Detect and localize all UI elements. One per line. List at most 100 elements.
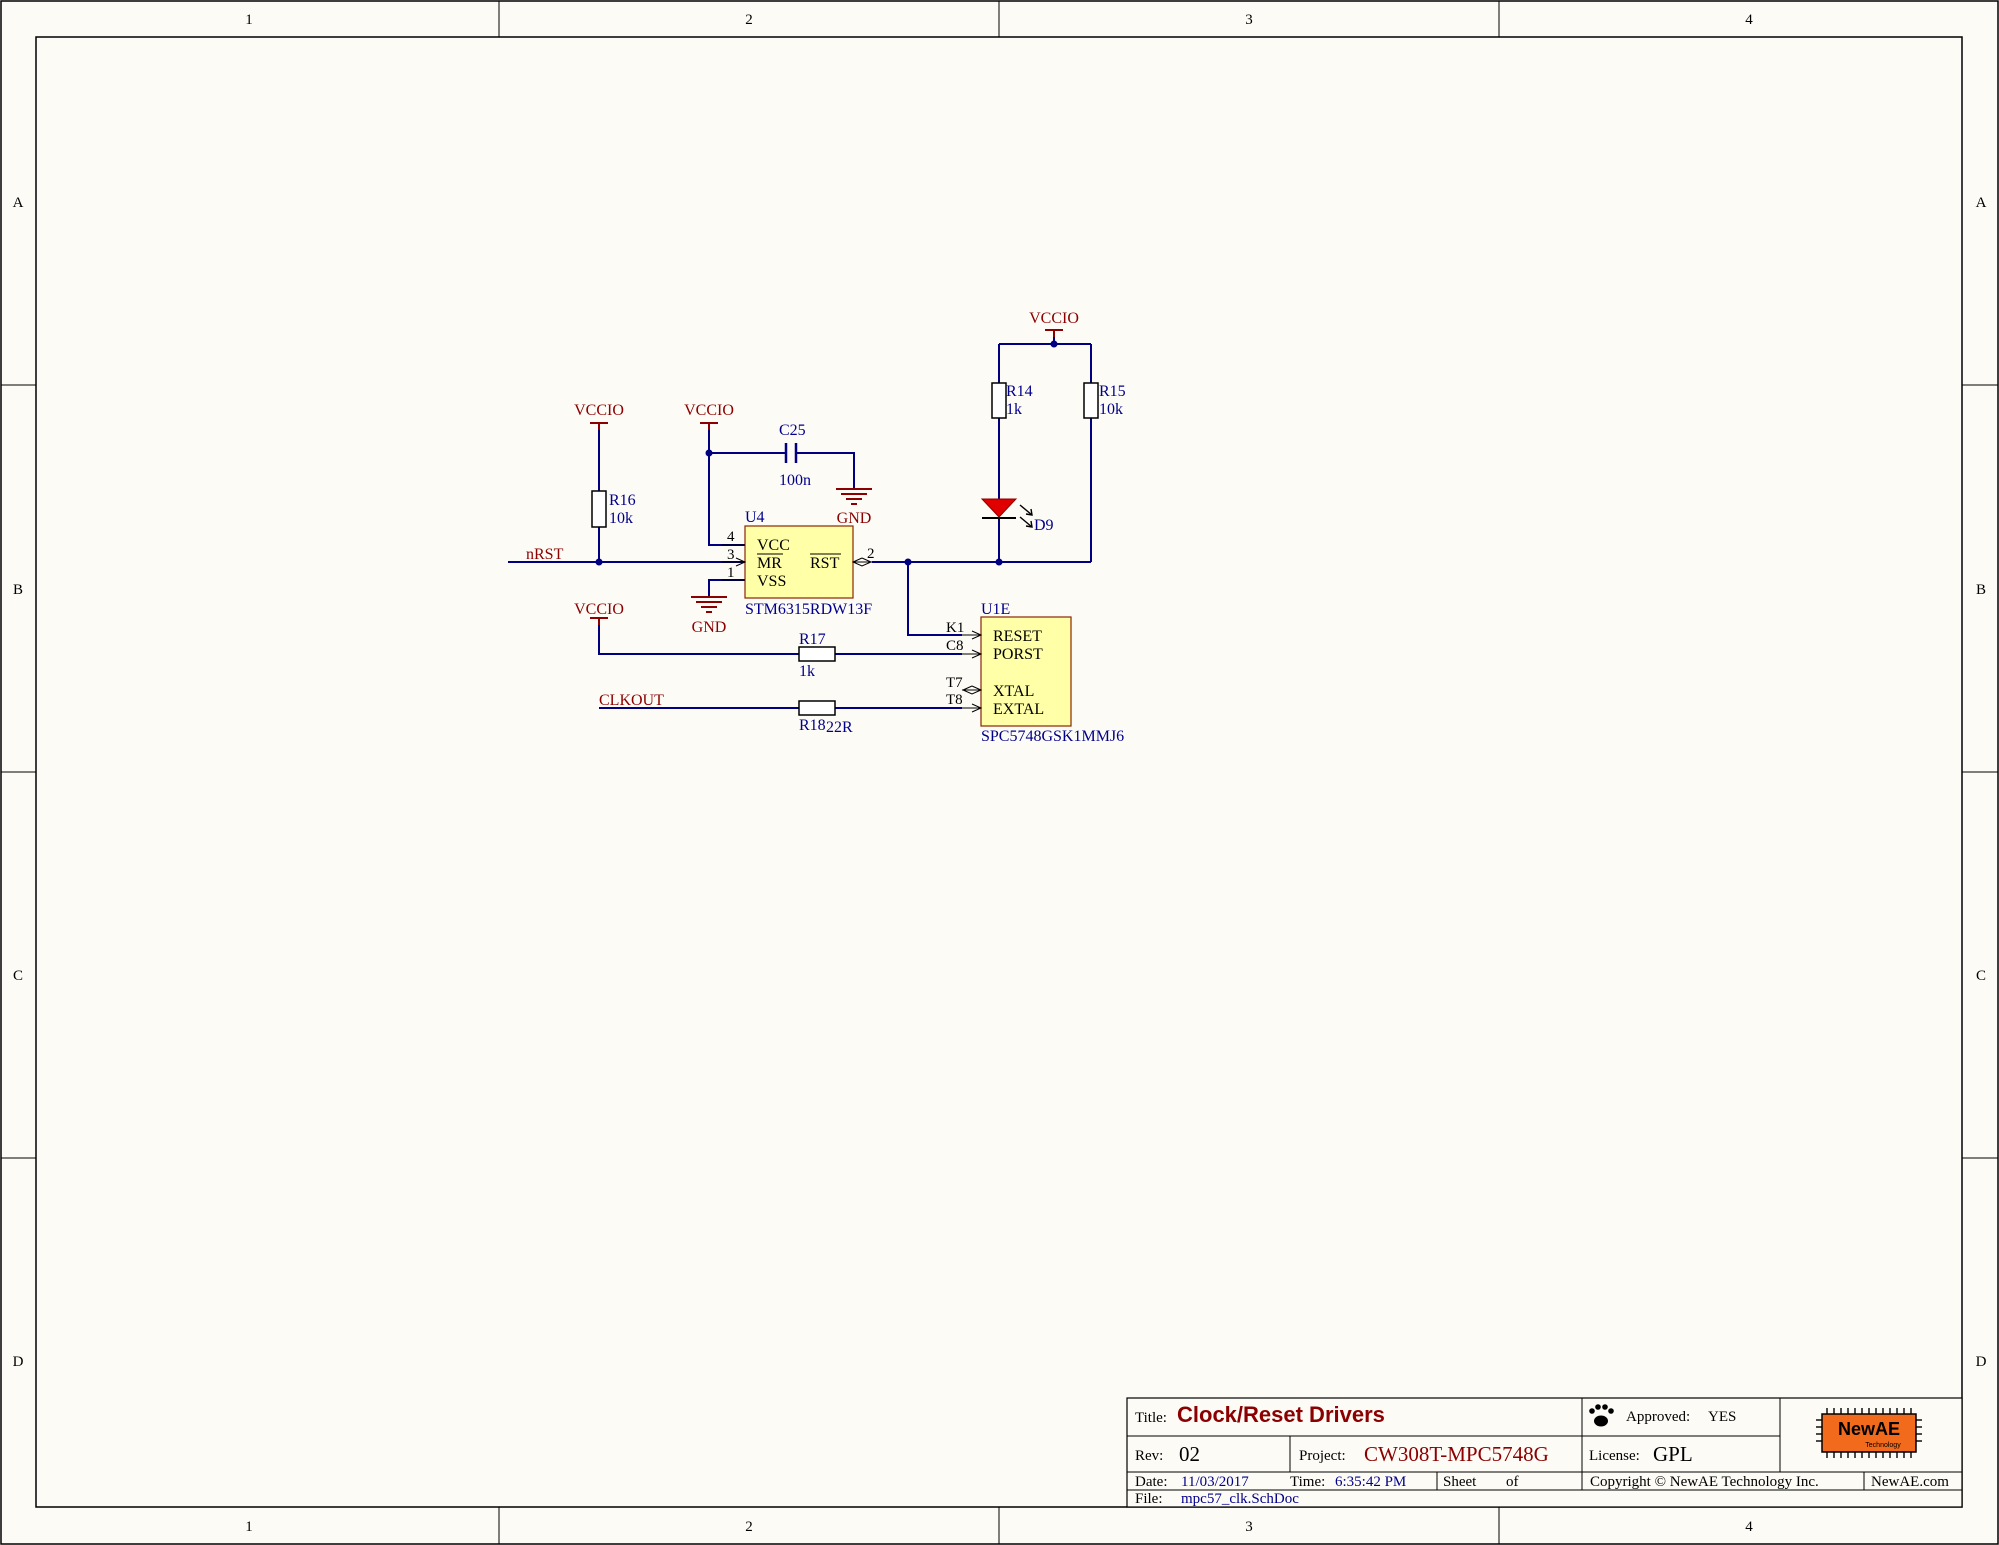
date-value: 11/03/2017: [1181, 1474, 1249, 1490]
row-label-right-d: D: [1976, 1354, 1987, 1370]
net-label-vccio: VCCIO: [574, 601, 624, 618]
of-label: of: [1506, 1474, 1519, 1490]
wire-reset: [907, 562, 962, 636]
wire-r17-left: [598, 618, 799, 655]
power-port-vccio-r17: VCCIO: [574, 601, 624, 625]
time-label: Time:: [1290, 1474, 1325, 1490]
copyright-text: Copyright © NewAE Technology Inc.: [1590, 1474, 1819, 1490]
r18-designator: R18: [799, 717, 826, 734]
r14-value: 1k: [1006, 401, 1022, 418]
wire-c25-right: [797, 452, 855, 489]
r15-designator: R15: [1099, 383, 1126, 400]
col-label-bottom-2: 2: [745, 1519, 753, 1535]
resistor-r14[interactable]: R14 1k: [991, 382, 1033, 419]
light-emission-icon: [1019, 504, 1033, 528]
u1e-pin-t7: T7: [946, 675, 963, 691]
u4-part-number: STM6315RDW13F: [745, 601, 872, 618]
col-label-top-4: 4: [1745, 12, 1753, 28]
r17-designator: R17: [799, 631, 826, 648]
net-label-gnd: GND: [692, 619, 727, 636]
u1e-part-number: SPC5748GSK1MMJ6: [981, 728, 1124, 745]
gnd-symbol-u4: GND: [691, 596, 727, 636]
u4-designator: U4: [745, 509, 765, 526]
newae-logo: NewAE Technology: [1816, 1408, 1922, 1458]
junctions: [595, 340, 1058, 566]
row-label-right-c: C: [1976, 968, 1986, 984]
approved-label: Approved:: [1626, 1409, 1690, 1425]
r14-designator: R14: [1006, 383, 1033, 400]
paw-icon: [1589, 1404, 1614, 1427]
resistor-r16[interactable]: R16 10k: [591, 490, 636, 528]
wire-u4-vcc: [708, 423, 745, 546]
file-label: File:: [1135, 1491, 1163, 1507]
d9-designator: D9: [1034, 517, 1054, 534]
logo-subtext: Technology: [1865, 1442, 1901, 1449]
u4-pin-1: 1: [727, 565, 735, 581]
junction-dot: [995, 558, 1003, 566]
license-value: GPL: [1653, 1442, 1693, 1466]
ic-u1e[interactable]: K1 C8 T7 T8 RESET PORST XTAL EXTAL U1E S…: [946, 601, 1124, 745]
row-label-left-c: C: [13, 968, 23, 984]
file-value: mpc57_clk.SchDoc: [1181, 1491, 1299, 1507]
junction-dot: [705, 449, 713, 457]
title-block: Title: Clock/Reset Drivers Approved: YES…: [1126, 1397, 1963, 1508]
rev-label: Rev:: [1135, 1448, 1163, 1464]
c25-designator: C25: [779, 422, 806, 439]
c25-value: 100n: [779, 472, 811, 489]
logo-text: NewAE: [1838, 1419, 1900, 1439]
row-label-right-b: B: [1976, 582, 1986, 598]
resistor-r15[interactable]: R15 10k: [1083, 382, 1126, 419]
col-label-bottom-4: 4: [1745, 1519, 1753, 1535]
resistor-r18[interactable]: R18 22R: [798, 700, 853, 736]
r18-value: 22R: [826, 719, 853, 736]
sheet-label: Sheet: [1443, 1474, 1477, 1490]
license-label: License:: [1589, 1448, 1640, 1464]
project-label: Project:: [1299, 1448, 1346, 1464]
u1e-pin-extal: EXTAL: [993, 701, 1044, 718]
junction-dot: [1050, 340, 1058, 348]
net-label-vccio: VCCIO: [1029, 310, 1079, 327]
net-label-vccio: VCCIO: [684, 402, 734, 419]
col-label-top-3: 3: [1245, 12, 1253, 28]
u1e-pin-porst: PORST: [993, 646, 1043, 663]
resistor-r17[interactable]: R17 1k: [798, 631, 836, 680]
row-label-left-b: B: [13, 582, 23, 598]
u4-pin-2: 2: [867, 546, 875, 562]
u4-pin-mr: MR: [757, 555, 782, 572]
junction-dot: [595, 558, 603, 566]
u4-pin-3: 3: [727, 547, 735, 563]
net-label-clkout: CLKOUT: [599, 692, 664, 709]
circuit: VCCIO VCCIO VCCIO VCCIO GND GND: [508, 310, 1126, 745]
r16-value: 10k: [609, 510, 633, 527]
net-label-vccio: VCCIO: [574, 402, 624, 419]
u4-pin-vcc: VCC: [757, 537, 790, 554]
col-label-top-1: 1: [245, 12, 253, 28]
gnd-symbol-c25: GND: [836, 488, 872, 527]
col-label-bottom-1: 1: [245, 1519, 253, 1535]
r15-value: 10k: [1099, 401, 1123, 418]
capacitor-c25[interactable]: C25 100n: [779, 422, 811, 489]
led-d9[interactable]: D9: [980, 498, 1054, 534]
date-label: Date:: [1135, 1474, 1167, 1490]
u1e-pin-c8: C8: [946, 638, 964, 654]
col-label-top-2: 2: [745, 12, 753, 28]
net-label-nrst: nRST: [526, 546, 564, 563]
row-label-left-a: A: [13, 195, 24, 211]
approved-value: YES: [1708, 1409, 1736, 1425]
u1e-pin-reset: RESET: [993, 628, 1042, 645]
u4-pin-vss: VSS: [757, 573, 786, 590]
wire-u4-vss: [708, 579, 745, 597]
r17-value: 1k: [799, 663, 815, 680]
row-label-right-a: A: [1976, 195, 1987, 211]
project-value: CW308T-MPC5748G: [1364, 1442, 1549, 1466]
u1e-pin-k1: K1: [946, 620, 964, 636]
row-label-left-d: D: [13, 1354, 24, 1370]
net-label-gnd: GND: [837, 510, 872, 527]
ic-u4[interactable]: 4 3 1 2 VCC MR VSS RST U4 STM6315RDW13F: [722, 509, 875, 618]
r16-designator: R16: [609, 492, 636, 509]
power-port-vccio-led: VCCIO: [1029, 310, 1079, 337]
junction-dot: [904, 558, 912, 566]
power-port-vccio-r16: VCCIO: [574, 402, 624, 430]
